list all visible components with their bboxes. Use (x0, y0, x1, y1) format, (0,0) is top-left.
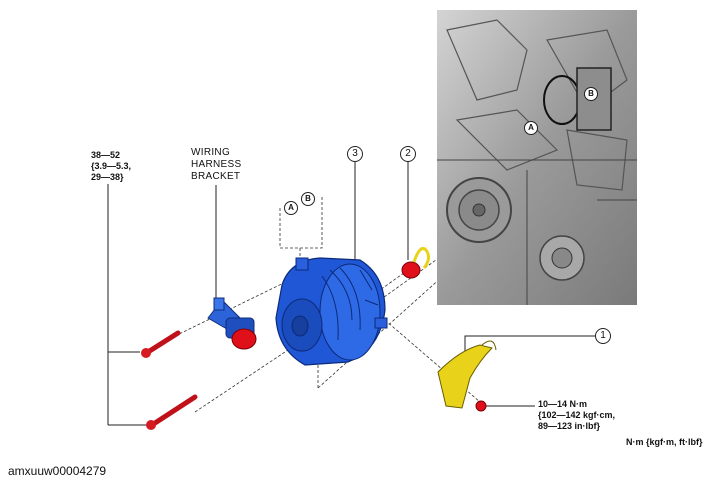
terminal-torque-line2: {102—142 kgf·cm, (538, 410, 616, 420)
bracket-label-line1: WIRING (191, 147, 231, 158)
bolt-torque-line1: 38—52 (91, 150, 121, 160)
terminal-torque-line1: 10—14 N·m (538, 399, 588, 409)
bracket-label-line3: BRACKET (191, 171, 241, 182)
terminal-torque-line3: 89—123 in·lbf} (538, 421, 601, 431)
engine-compartment-image (437, 10, 637, 305)
alternator (275, 257, 388, 366)
photo-callout-b: B (584, 87, 598, 101)
upper-bolt (141, 330, 181, 358)
wiring-harness-bracket-label: WIRING HARNESS BRACKET (191, 147, 241, 183)
callout-1: 1 (595, 328, 611, 344)
bolt-torque-label: 38—52 {3.9—5.3, 29—38} (91, 150, 131, 183)
terminal-torque-label: 10—14 N·m {102—142 kgf·cm, 89—123 in·lbf… (538, 399, 615, 432)
units-legend: N·m {kgf·m, ft·lbf} (626, 437, 703, 447)
terminal-cap-2 (401, 247, 431, 279)
bolt-torque-line2: {3.9—5.3, (91, 161, 132, 171)
bolt-leader-lines (107, 184, 147, 426)
bracket-label-line2: HARNESS (191, 159, 242, 170)
document-id: amxuuw00004279 (8, 464, 107, 478)
callout-1-leader (464, 335, 596, 352)
bolt-torque-line3: 29—38} (91, 172, 124, 182)
photo-callout-a: A (524, 121, 538, 135)
callout-b: B (301, 192, 315, 206)
callout-a: A (284, 201, 298, 215)
callout-2: 2 (400, 146, 416, 162)
wiring-harness-bracket-part (207, 297, 257, 350)
wiring-harness-1 (437, 340, 497, 412)
lower-bolt (146, 394, 198, 430)
callout-3: 3 (347, 146, 363, 162)
